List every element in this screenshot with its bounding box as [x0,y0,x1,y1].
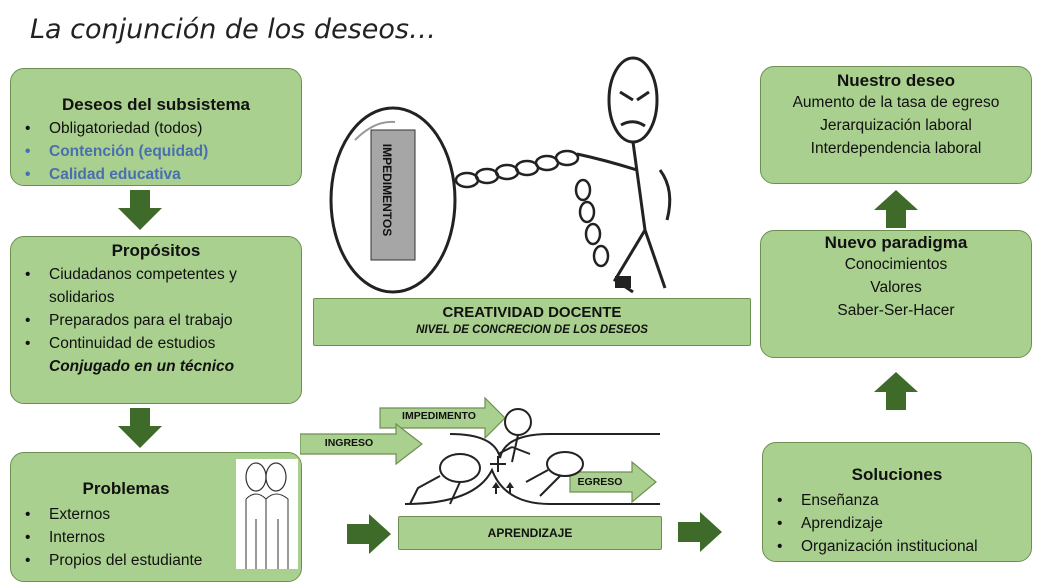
propositos-note: Conjugado en un técnico [49,358,235,375]
nuevo-paradigma-line: Valores [870,279,922,296]
problemas-item: Externos [25,503,301,526]
propositos-box: Propósitos Ciudadanos competentes y soli… [10,236,302,404]
arrow-right-icon [347,514,391,554]
ball-label: IMPEDIMENTOS [380,143,394,237]
soluciones-box: Soluciones Enseñanza Aprendizaje Organiz… [762,442,1032,562]
nuevo-paradigma-heading: Nuevo paradigma [824,233,968,252]
soluciones-item: Enseñanza [777,489,1031,512]
deseos-heading: Deseos del subsistema [61,95,251,114]
propositos-item: Preparados para el trabajo [25,309,301,332]
problemas-item: Internos [25,526,301,549]
deseos-item: Obligatoriedad (todos) [25,117,301,140]
deseos-item: Contención (equidad) [25,140,301,163]
nuestro-deseo-box: Nuestro deseo Aumento de la tasa de egre… [760,66,1032,184]
propositos-heading: Propósitos [111,241,201,260]
nuestro-deseo-line: Aumento de la tasa de egreso [792,94,1000,111]
arrow-up-icon [874,190,918,228]
learning-pipe-illustration [300,396,660,505]
deseos-box: Deseos del subsistema Obligatoriedad (to… [10,68,302,186]
propositos-item: Continuidad de estudios [25,332,301,355]
problemas-box: Problemas Externos Internos Propios del … [10,452,302,582]
ball-and-chain-illustration [329,56,672,294]
nuevo-paradigma-line: Conocimientos [844,256,948,273]
figure-illustration [236,459,298,569]
deseos-item: Calidad educativa [25,163,301,186]
arrow-up-icon [874,372,918,410]
problemas-heading: Problemas [82,479,170,498]
nuevo-paradigma-box: Nuevo paradigma Conocimientos Valores Sa… [760,230,1032,358]
arrow-down-icon [118,408,162,448]
creatividad-title: CREATIVIDAD DOCENTE [442,304,622,321]
arrow-down-icon [118,190,162,230]
nuevo-paradigma-line: Saber-Ser-Hacer [837,302,955,319]
creatividad-box: CREATIVIDAD DOCENTE NIVEL DE CONCRECION … [313,298,751,346]
slide-title: La conjunción de los deseos… [30,14,436,45]
nuestro-deseo-line: Jerarquización laboral [820,117,972,134]
soluciones-heading: Soluciones [851,465,943,484]
aprendizaje-box: APRENDIZAJE [398,516,662,550]
nuestro-deseo-heading: Nuestro deseo [836,71,956,90]
soluciones-item: Organización institucional [777,535,1031,558]
ingreso-label: INGRESO [324,437,374,449]
arrow-right-icon [678,512,722,552]
propositos-item: Ciudadanos competentes y solidarios [25,263,289,309]
nuestro-deseo-line: Interdependencia laboral [810,140,982,157]
creatividad-subtitle: NIVEL DE CONCRECION DE LOS DESEOS [416,324,648,336]
soluciones-item: Aprendizaje [777,512,1031,535]
egreso-label: EGRESO [577,476,623,488]
impedimento-label: IMPEDIMENTO [402,410,476,422]
aprendizaje-label: APRENDIZAJE [487,526,573,540]
